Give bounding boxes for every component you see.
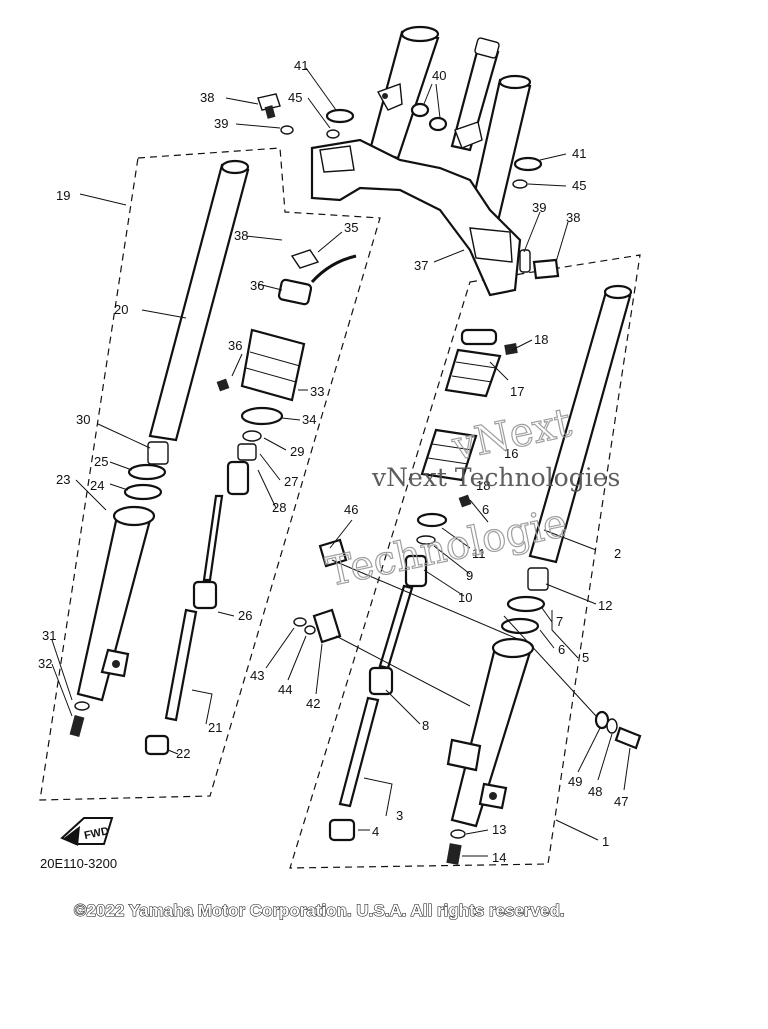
callout-44: 44 [278,682,292,697]
callout-18: 18 [534,332,548,347]
callout-41b: 41 [572,146,586,161]
callout-37: 37 [414,258,428,273]
callout-17: 17 [510,384,524,399]
callout-3: 3 [396,808,403,823]
callout-1: 1 [602,834,609,849]
callout-35: 35 [344,220,358,235]
callout-19: 19 [56,188,70,203]
top-left-hardware [257,93,355,139]
right-outer-tube [446,637,535,865]
callout-33: 33 [310,384,324,399]
steering-nuts [410,102,448,132]
callout-14: 14 [492,850,506,865]
callout-45b: 45 [572,178,586,193]
callout-46: 46 [344,502,358,517]
callout-7: 7 [556,614,563,629]
right-inner-tube [527,284,633,591]
left-damper-parts [144,249,357,756]
callout-22: 22 [176,746,190,761]
callout-32: 32 [38,656,52,671]
drawing-number: 20E110-3200 [40,856,117,871]
callout-38: 38 [200,90,214,105]
callout-4: 4 [372,824,379,839]
callout-8: 8 [422,718,429,733]
callout-2: 2 [614,546,621,561]
fwd-arrow-icon: FWD [60,817,114,846]
callout-27: 27 [284,474,298,489]
callout-43: 43 [250,668,264,683]
callout-11: 11 [472,546,486,561]
callout-47: 47 [614,794,628,809]
right-spring-and-boot [328,328,518,842]
callout-30: 30 [76,412,90,427]
callout-31: 31 [42,628,56,643]
left-inner-tube [147,159,250,465]
right-oil-seal-set [500,595,546,635]
callout-13: 13 [492,822,506,837]
callout-41: 41 [294,58,308,73]
callout-23: 23 [56,472,70,487]
callout-24: 24 [90,478,104,493]
right-fork-assembly-outline [289,254,641,869]
callout-12: 12 [598,598,612,613]
steering-bracket-assembly [310,25,532,297]
hose-guide-hardware [293,538,597,717]
left-fork-assembly-outline [39,147,381,801]
callout-39: 39 [214,116,228,131]
callout-21: 21 [208,720,222,735]
axle-hardware [594,710,642,750]
callout-42: 42 [306,696,320,711]
callout-38c: 38 [566,210,580,225]
callout-25: 25 [94,454,108,469]
fwd-label: FWD [83,825,110,842]
callout-6b: 6 [482,502,489,517]
callout-5: 5 [582,650,589,665]
callout-29: 29 [290,444,304,459]
callout-16: 16 [504,446,518,461]
callout-6: 6 [558,642,565,657]
callout-38b: 38 [234,228,248,243]
callout-36: 36 [228,338,242,353]
top-right-hardware [512,156,560,280]
callout-48: 48 [588,784,602,799]
left-outer-tube [69,505,156,737]
callout-49: 49 [568,774,582,789]
callout-39b: 39 [532,200,546,215]
callout-18b: 18 [476,478,490,493]
callout-28: 28 [272,500,286,515]
callout-labels: 19 20 30 25 23 24 31 32 21 22 26 28 27 2… [38,58,628,865]
callout-10: 10 [458,590,472,605]
callout-34: 34 [302,412,316,427]
callout-45: 45 [288,90,302,105]
callout-40: 40 [432,68,446,83]
callout-20: 20 [114,302,128,317]
copyright-notice: ©2022 Yamaha Motor Corporation. U.S.A. A… [74,901,565,920]
callout-36b: 36 [250,278,264,293]
watermark-text: vNext Technologies [371,463,620,492]
callout-9: 9 [466,568,473,583]
callout-26: 26 [238,608,252,623]
left-oil-seal-set [123,463,167,501]
leader-lines [51,67,631,857]
